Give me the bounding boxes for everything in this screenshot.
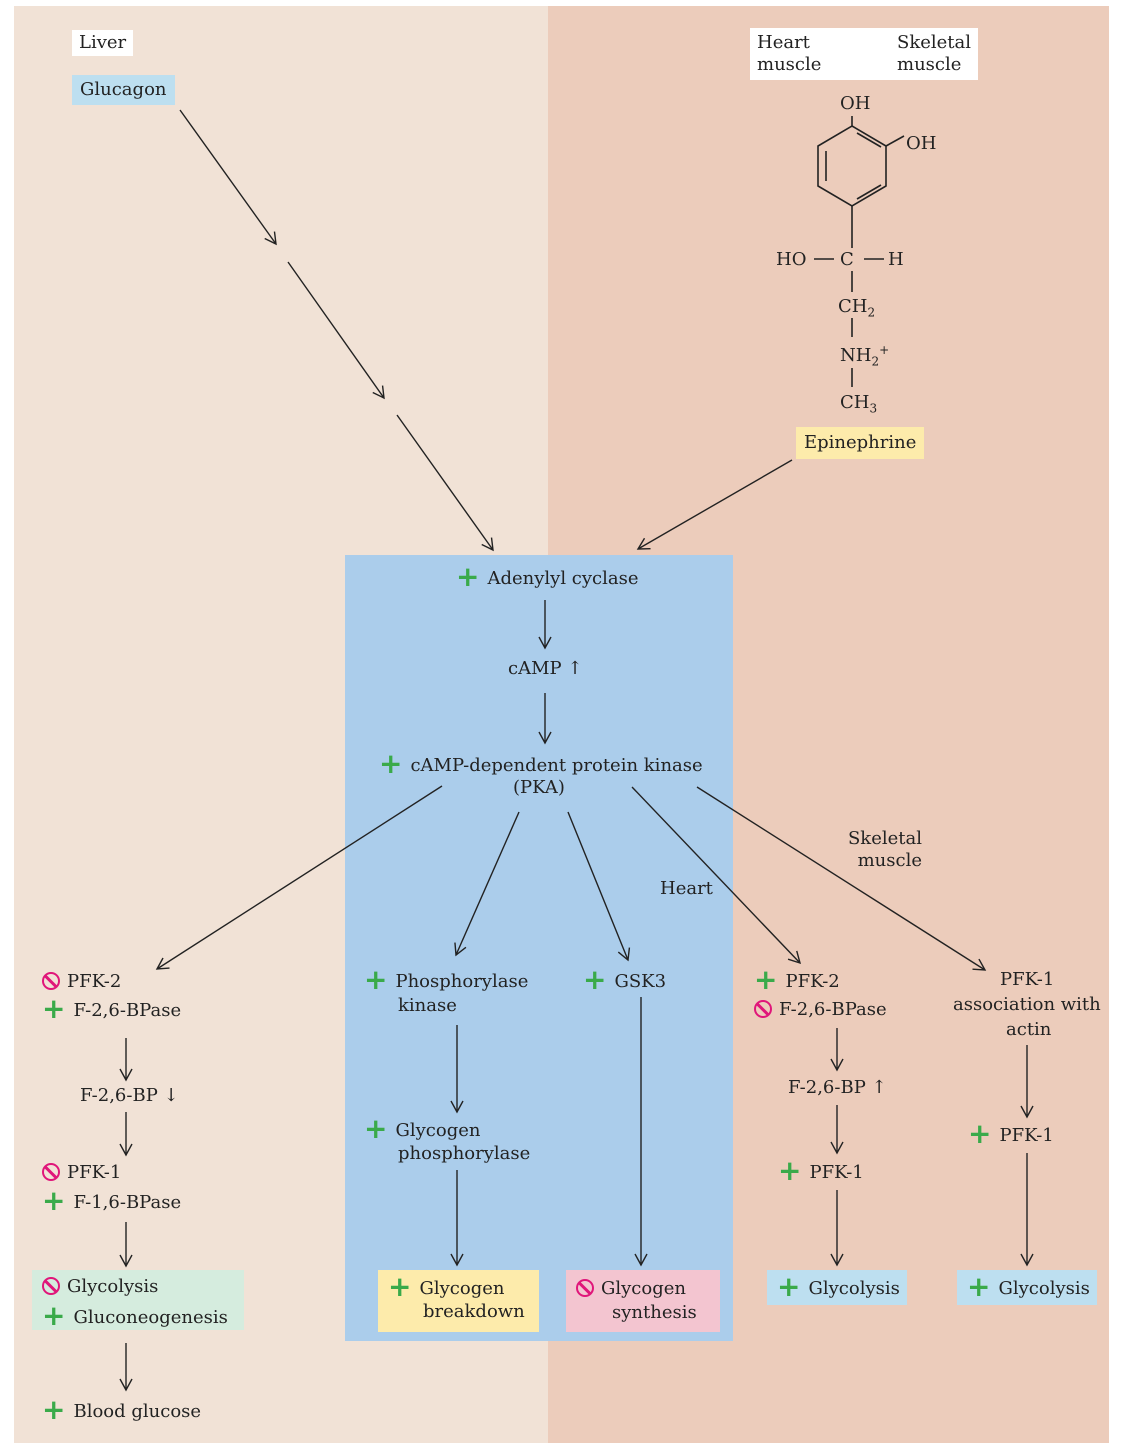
liver-f26bpase: +F-2,6-BPase — [42, 992, 182, 1025]
skeletal-glycolysis-box — [957, 1270, 1097, 1305]
liver-f16bpase: +F-1,6-BPase — [42, 1184, 182, 1217]
glycogen-breakdown: +Glycogen — [388, 1270, 505, 1303]
camp-node: cAMP ↑ — [508, 658, 583, 679]
skeletal-muscle-branch-label: Skeletal muscle — [847, 828, 922, 871]
epinephrine-box: Epinephrine — [796, 427, 925, 459]
activate-icon: + — [379, 747, 403, 780]
activate-icon: + — [777, 1270, 801, 1303]
ch2-label: CH2 — [838, 296, 876, 320]
ch3-label: CH3 — [840, 392, 878, 416]
ho-label: HO — [776, 249, 807, 270]
skeletal-pfk1-assoc-line3: actin — [1006, 1019, 1052, 1040]
activate-icon: + — [583, 963, 607, 996]
heart-f26bp: F-2,6-BP ↑ — [788, 1077, 887, 1098]
phosphorylase-kinase: +Phosphorylase — [364, 963, 529, 996]
liver-gluconeogenesis: +Gluconeogenesis — [42, 1299, 228, 1332]
activate-icon: + — [968, 1117, 992, 1150]
arrow-pka-heart — [631, 786, 802, 965]
inhibit-icon — [754, 1000, 772, 1018]
skeletal-pfk1-assoc-line2: association with — [953, 994, 1101, 1015]
liver-f26bp: F-2,6-BP ↓ — [80, 1085, 179, 1106]
arrow-pka-liver — [155, 785, 443, 970]
heart-pfk2: +PFK-2 — [754, 963, 840, 996]
oh-top-label: OH — [840, 93, 871, 114]
glucagon-box: Glucagon — [72, 75, 175, 105]
adenylyl-cyclase-node: +Adenylyl cyclase — [456, 560, 639, 593]
gsk3-node: +GSK3 — [583, 963, 667, 996]
inhibit-icon — [42, 1163, 60, 1181]
glycogen-breakdown-box — [378, 1270, 539, 1332]
activate-icon: + — [754, 963, 778, 996]
skeletal-glycolysis: +Glycolysis — [967, 1270, 1090, 1303]
heart-branch-label: Heart — [660, 878, 713, 899]
blood-glucose: +Blood glucose — [42, 1393, 202, 1426]
heart-glycolysis-box — [767, 1270, 907, 1305]
glycogen-phosphorylase-line2: phosphorylase — [398, 1143, 531, 1164]
glucagon-arrow-3 — [396, 414, 494, 552]
liver-glycolysis: Glycolysis — [42, 1276, 158, 1298]
activate-icon: + — [42, 1299, 66, 1332]
heart-glycolysis: +Glycolysis — [777, 1270, 900, 1303]
liver-outcome-box — [32, 1270, 244, 1330]
glucagon-arrow-2 — [287, 261, 385, 400]
activate-icon: + — [42, 992, 66, 1025]
pka-cascade-box — [345, 555, 733, 1341]
glycogen-synthesis-box — [566, 1270, 720, 1332]
inhibit-icon — [42, 972, 60, 990]
epinephrine-structure — [814, 116, 905, 387]
pka-abbrev: (PKA) — [513, 777, 565, 798]
activate-icon: + — [42, 1393, 66, 1426]
skeletal-pfk1-assoc-line1: PFK-1 — [1000, 969, 1055, 990]
activate-icon: + — [364, 963, 388, 996]
inhibit-icon — [42, 1277, 60, 1295]
arrow-pka-gsk3 — [567, 811, 631, 962]
activate-icon: + — [42, 1184, 66, 1217]
nh2-label: NH2+ — [840, 343, 890, 369]
activate-icon: + — [967, 1270, 991, 1303]
glucagon-arrow-1 — [179, 109, 277, 246]
liver-label: Liver — [72, 30, 134, 56]
activate-icon: + — [456, 560, 480, 593]
skeletal-pfk1: +PFK-1 — [968, 1117, 1054, 1150]
c-label: C — [840, 249, 854, 270]
phosphorylase-kinase-line2: kinase — [398, 995, 457, 1016]
inhibit-icon — [576, 1279, 594, 1297]
activate-icon: + — [388, 1270, 412, 1303]
activate-icon: + — [778, 1154, 802, 1187]
pka-node: +cAMP-dependent protein kinase — [379, 747, 703, 780]
liver-pfk2: PFK-2 — [42, 971, 121, 993]
activate-icon: + — [364, 1112, 388, 1145]
h-label: H — [888, 249, 904, 270]
glycogen-phosphorylase: +Glycogen — [364, 1112, 481, 1145]
skeletal-muscle-label: Skeletal muscle — [897, 32, 972, 75]
liver-pfk1: PFK-1 — [42, 1162, 121, 1184]
heart-pfk1: +PFK-1 — [778, 1154, 864, 1187]
heart-muscle-label: Heart muscle — [757, 32, 822, 75]
oh-right-label: OH — [906, 133, 937, 154]
glycogen-synthesis: Glycogen — [576, 1278, 686, 1300]
epinephrine-arrow — [636, 459, 793, 550]
glycogen-breakdown-line2: breakdown — [423, 1301, 525, 1322]
arrow-pka-skeletal — [696, 786, 987, 971]
glycogen-synthesis-line2: synthesis — [612, 1302, 697, 1323]
arrow-pka-phosphorylase-kinase — [454, 811, 520, 957]
muscle-labels-box — [750, 28, 978, 80]
heart-f26bpase: F-2,6-BPase — [754, 999, 887, 1021]
